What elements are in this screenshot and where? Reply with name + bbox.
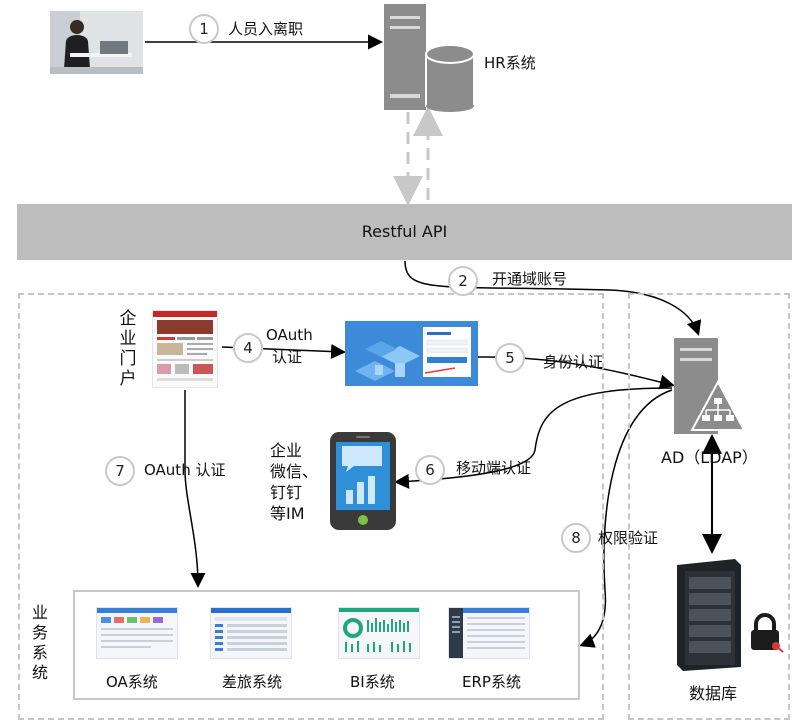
portal-label: 企 业 门 户 <box>118 309 138 389</box>
server-database-icon <box>384 4 474 112</box>
step-4-label-line1: OAuth <box>266 326 313 344</box>
step-5-badge: 5 <box>495 343 525 373</box>
step-1-badge: 1 <box>189 14 219 44</box>
business-systems-label: 业 务 系 统 <box>30 603 50 683</box>
travel-system-label: 差旅系统 <box>222 673 283 691</box>
step-7-badge: 7 <box>105 456 135 486</box>
step-2-badge: 2 <box>448 266 478 296</box>
bi-system-label: BI系统 <box>350 673 395 691</box>
step-2-label: 开通域账号 <box>492 270 568 288</box>
biz-char: 统 <box>31 663 48 682</box>
portal-char: 门 <box>119 349 137 369</box>
step-1-label: 人员入离职 <box>228 20 304 38</box>
biz-char: 业 <box>31 603 48 622</box>
arrow-api-to-ad <box>404 260 702 336</box>
step-4-badge: 4 <box>233 333 263 363</box>
rack-icon <box>677 559 787 671</box>
im-label: 企业 微信、 钉钉 等IM <box>270 440 318 524</box>
im-label-line: 微信、 <box>270 462 319 481</box>
step-8-label: 权限验证 <box>598 529 659 547</box>
step-8-badge: 8 <box>561 523 591 553</box>
arrow-portal-to-systems <box>184 390 206 588</box>
erp-system-label: ERP系统 <box>462 673 521 691</box>
ad-server-icon <box>674 338 744 434</box>
step-7-label: OAuth 认证 <box>144 461 226 479</box>
person-icon <box>50 11 143 74</box>
arrow-ad-to-phone <box>394 387 673 489</box>
restful-api-bar: Restful API <box>17 204 792 260</box>
step-6-label: 移动端认证 <box>456 459 532 477</box>
api-label: Restful API <box>361 222 448 241</box>
biz-char: 系 <box>31 643 48 662</box>
oa-system-label: OA系统 <box>106 673 158 691</box>
im-label-line: 企业 <box>270 441 303 460</box>
erp-screenshot <box>448 607 530 659</box>
enterprise-zone <box>18 293 604 720</box>
lock-key-icon <box>748 612 784 656</box>
portal-screenshot <box>152 310 218 388</box>
database-label: 数据库 <box>689 684 738 703</box>
travel-screenshot <box>210 607 292 659</box>
step-5-label: 身份认证 <box>543 353 604 371</box>
portal-char: 业 <box>119 329 137 349</box>
portal-char: 户 <box>119 369 137 389</box>
portal-char: 企 <box>119 309 137 329</box>
bi-screenshot <box>338 607 420 659</box>
step-4-label-line2: 认证 <box>272 348 303 366</box>
hr-system-label: HR系统 <box>484 54 536 72</box>
im-label-line: 等IM <box>270 504 305 523</box>
ad-label: AD（LDAP） <box>661 448 758 467</box>
oa-screenshot <box>96 607 178 659</box>
phone-icon <box>330 432 396 530</box>
login-screenshot <box>345 321 478 386</box>
step-6-badge: 6 <box>415 455 445 485</box>
ad-zone <box>628 293 790 720</box>
biz-char: 务 <box>31 623 48 642</box>
im-label-line: 钉钉 <box>270 483 303 502</box>
